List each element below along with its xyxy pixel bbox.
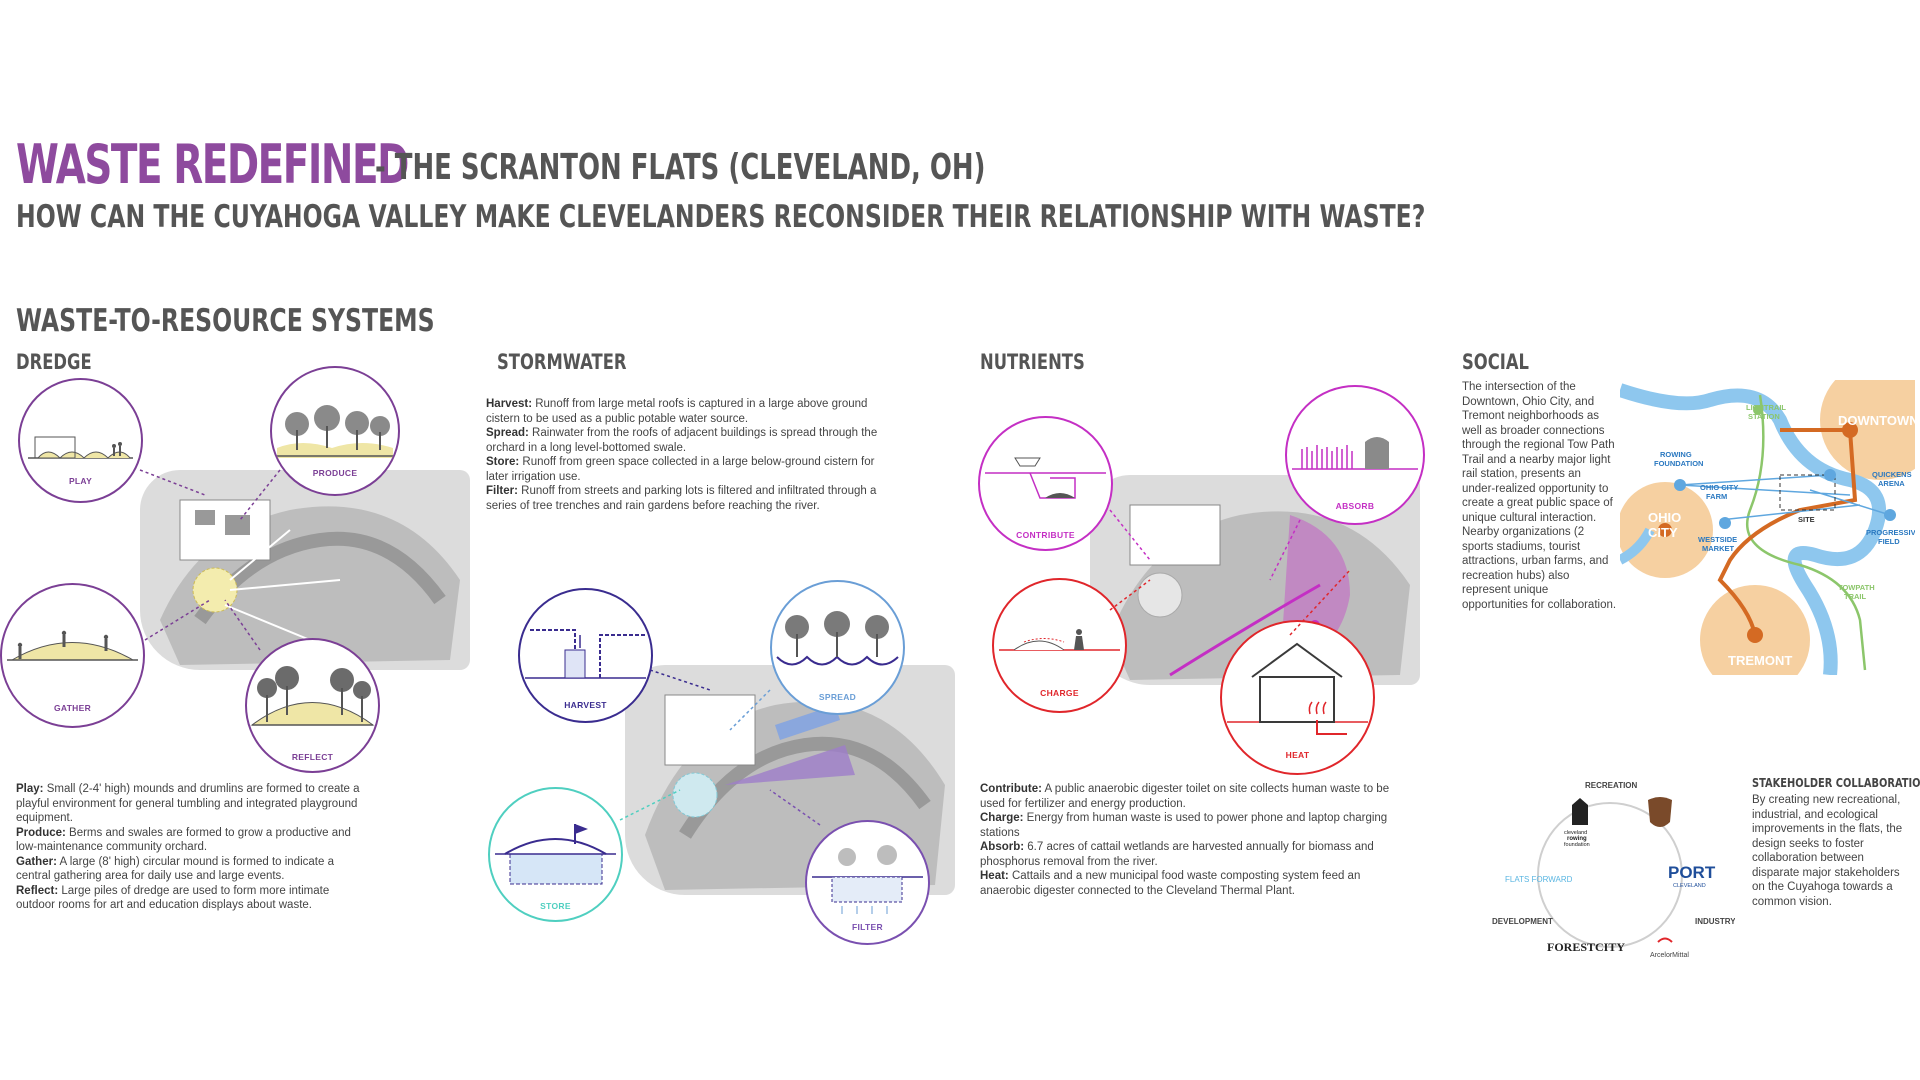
dredge-leaders xyxy=(139,469,281,651)
heat-circle: HEAT xyxy=(1220,620,1375,775)
store-label: STORE xyxy=(540,901,571,911)
nutrients-description: Contribute: A public anaerobic digester … xyxy=(980,782,1390,898)
map-label-progressive-1: PROGRESSIVE xyxy=(1866,528,1915,537)
port-logo: PORT xyxy=(1668,863,1716,882)
produce-label: PRODUCE xyxy=(312,468,358,478)
dredge-site-plan xyxy=(140,470,470,670)
page-subtitle: - THE SCRANTON FLATS (CLEVELAND, OH) xyxy=(375,147,986,188)
charge-label: CHARGE xyxy=(1040,688,1079,698)
cuyahoga-river xyxy=(1620,383,1886,675)
section-heading: WASTE-TO-RESOURCE SYSTEMS xyxy=(16,303,435,339)
map-label-towpath-2: TRAIL xyxy=(1844,592,1866,601)
flats-forward-logo: FLATS FORWARD xyxy=(1505,875,1573,884)
map-label-downtown: DOWNTOWN xyxy=(1838,413,1915,428)
absorb-label: ABSORB xyxy=(1335,501,1375,511)
dredge-item-reflect: Reflect: Large piles of dredge are used … xyxy=(16,884,330,912)
stakeholder-description: By creating new recreational, industrial… xyxy=(1752,794,1903,908)
stormwater-item-spread: Spread: Rainwater from the roofs of adja… xyxy=(486,427,878,454)
neighborhood-map: DOWNTOWN OHIO CITY TREMONT LIGHTRAIL STA… xyxy=(1620,380,1915,675)
stormwater-description: Harvest: Runoff from large metal roofs i… xyxy=(486,397,896,513)
gather-circle: GATHER xyxy=(0,583,145,728)
dredge-item-produce: Produce: Berms and swales are formed to … xyxy=(16,826,351,854)
nutrients-heading: NUTRIENTS xyxy=(980,350,1085,374)
stakeholder-heading: STAKEHOLDER COLLABORATION: xyxy=(1752,776,1920,790)
map-label-progressive-2: FIELD xyxy=(1878,537,1900,546)
contribute-label: CONTRIBUTE xyxy=(1016,530,1075,540)
nutrients-site-plan xyxy=(1090,475,1420,685)
stormwater-item-filter: Filter: Runoff from streets and parking … xyxy=(486,485,877,512)
map-label-site: SITE xyxy=(1798,515,1815,524)
filter-label: FILTER xyxy=(852,922,883,932)
arcelor-mittal-logo: ArcelorMittal xyxy=(1650,952,1689,959)
site-box xyxy=(1779,474,1836,511)
stormwater-heading: STORMWATER xyxy=(497,350,627,374)
play-label: PLAY xyxy=(68,476,93,486)
dredge-description: Play: Small (2-4' high) mounds and druml… xyxy=(16,782,371,913)
produce-circle: PRODUCE xyxy=(270,366,400,496)
nutrients-item-absorb: Absorb: 6.7 acres of cattail wetlands ar… xyxy=(980,841,1374,868)
towpath-line xyxy=(1745,394,1867,671)
nutrients-leaders xyxy=(1109,509,1351,636)
page-question: HOW CAN THE CUYAHOGA VALLEY MAKE CLEVELA… xyxy=(16,199,1426,235)
heat-label: HEAT xyxy=(1285,750,1310,760)
map-label-farm-2: FARM xyxy=(1706,492,1727,501)
svg-text:cleveland: cleveland xyxy=(1564,830,1587,836)
dredge-item-play: Play: Small (2-4' high) mounds and druml… xyxy=(16,783,360,824)
map-label-ohio-city-2: CITY xyxy=(1648,525,1678,540)
stakeholder-label-recreation: RECREATION xyxy=(1585,781,1638,790)
stakeholder-label-industry: INDUSTRY xyxy=(1695,917,1735,926)
nps-arrowhead-logo xyxy=(1648,797,1672,827)
map-label-westside-2: MARKET xyxy=(1702,544,1734,553)
svg-text:foundation: foundation xyxy=(1564,842,1590,848)
forest-city-logo: FORESTCITY xyxy=(1547,940,1625,954)
play-circle: PLAY xyxy=(18,378,143,503)
rowing-foundation-logo: cleveland rowing foundation xyxy=(1564,798,1590,848)
social-description: The intersection of the Downtown, Ohio C… xyxy=(1462,381,1617,611)
map-label-towpath-1: TOWPATH xyxy=(1838,583,1875,592)
dredge-heading: DREDGE xyxy=(16,350,92,374)
nutrients-item-heat: Heat: Cattails and a new municipal food … xyxy=(980,870,1361,897)
spread-circle: SPREAD xyxy=(770,580,905,715)
map-label-lightrail-2: STATION xyxy=(1748,412,1780,421)
charge-circle: CHARGE xyxy=(992,578,1127,713)
spread-label: SPREAD xyxy=(818,692,857,702)
harvest-label: HARVEST xyxy=(564,700,607,710)
stakeholder-diagram: RECREATION DEVELOPMENT INDUSTRY clevelan… xyxy=(1492,781,1735,959)
nutrients-item-contribute: Contribute: A public anaerobic digester … xyxy=(980,783,1390,810)
nutrients-item-charge: Charge: Energy from human waste is used … xyxy=(980,812,1388,839)
port-sub-logo: CLEVELAND xyxy=(1673,883,1706,889)
dredge-item-gather: Gather: A large (8' high) circular mound… xyxy=(16,855,334,883)
map-label-ohio-city-1: OHIO xyxy=(1648,510,1681,525)
map-label-westside-1: WESTSIDE xyxy=(1698,535,1737,544)
map-label-farm-1: OHIO CITY xyxy=(1700,483,1738,492)
absorb-circle: ABSORB xyxy=(1285,385,1425,525)
contribute-circle: CONTRIBUTE xyxy=(978,416,1113,551)
filter-circle: FILTER xyxy=(805,820,930,945)
gather-label: GATHER xyxy=(53,703,92,713)
stormwater-leaders xyxy=(619,669,821,826)
downtown-zone xyxy=(1820,380,1915,480)
map-label-tremont: TREMONT xyxy=(1728,653,1792,668)
map-label-quickens-1: QUICKENS xyxy=(1872,470,1912,479)
store-circle: STORE xyxy=(488,787,623,922)
page-title: WASTE REDEFINED xyxy=(16,133,409,196)
stormwater-item-harvest: Harvest: Runoff from large metal roofs i… xyxy=(486,398,868,425)
stakeholder-label-development: DEVELOPMENT xyxy=(1492,917,1553,926)
reflect-circle: REFLECT xyxy=(245,638,380,773)
harvest-circle: HARVEST xyxy=(518,588,653,723)
map-label-rowing-2: FOUNDATION xyxy=(1654,459,1703,468)
map-label-rowing-1: ROWING xyxy=(1660,450,1692,459)
reflect-label: REFLECT xyxy=(291,752,334,762)
map-label-quickens-2: ARENA xyxy=(1878,479,1905,488)
social-heading: SOCIAL xyxy=(1462,350,1529,374)
map-label-lightrail-1: LIGHTRAIL xyxy=(1746,403,1786,412)
svg-text:rowing: rowing xyxy=(1567,836,1587,842)
stormwater-item-store: Store: Runoff from green space collected… xyxy=(486,456,875,483)
